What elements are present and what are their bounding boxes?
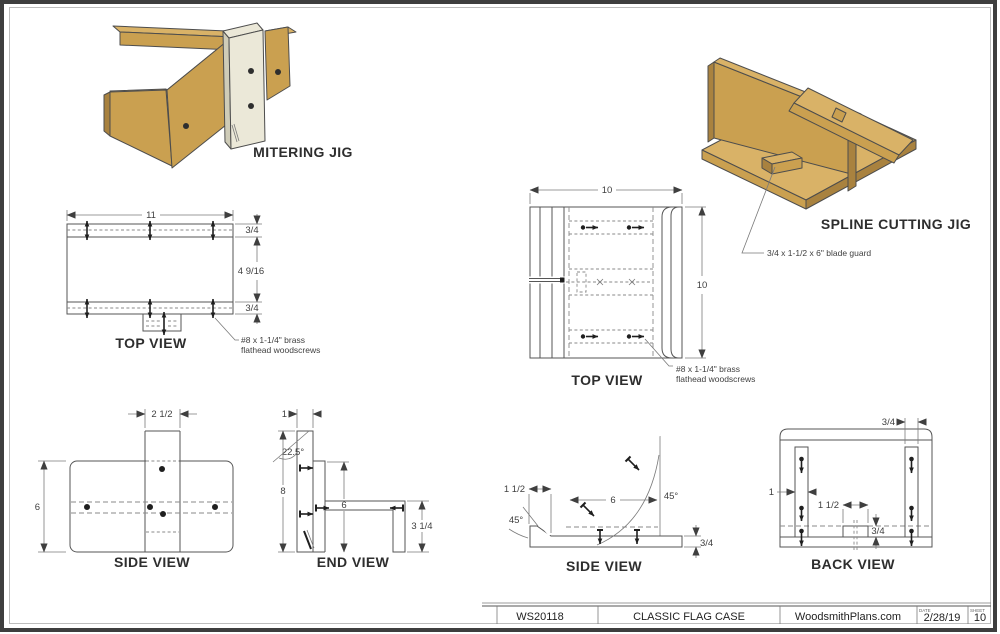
dim-end-height: 8: [280, 486, 285, 497]
top-view-right-label: TOP VIEW: [571, 372, 643, 388]
title-block-sheet-label: SHEET: [970, 608, 985, 613]
dim-top-left-top: 3/4: [245, 225, 258, 236]
dim-back-cleat-thickness: 3/4: [882, 417, 895, 428]
dim-end-mid: 6: [341, 500, 346, 511]
dim-end-thickness: 1: [282, 409, 287, 420]
dim-back-cleat-width: 1: [769, 487, 774, 498]
dim-side-left-height: 6: [35, 502, 40, 513]
dim-spline-length: 6: [610, 495, 615, 506]
side-view-left-label: SIDE VIEW: [114, 554, 190, 570]
dim-top-left-bottom: 3/4: [245, 303, 258, 314]
dim-end-leg: 3 1/4: [411, 521, 432, 532]
dim-top-right-height: 10: [697, 280, 708, 291]
screw-note-right-line2: flathead woodscrews: [676, 374, 755, 384]
spline-jig-label: SPLINE CUTTING JIG: [821, 216, 971, 232]
dim-top-left-mid: 4 9/16: [238, 266, 264, 277]
dim-spline-stub: 1 1/2: [504, 484, 525, 495]
dim-top-left-width: 11: [146, 210, 156, 221]
title-block: WS20118 CLASSIC FLAG CASE WoodsmithPlans…: [482, 602, 991, 624]
title-block-title: CLASSIC FLAG CASE: [633, 611, 745, 623]
title-block-sheet-number: 10: [974, 612, 986, 624]
top-view-mitering: 11 3/4 4 9/16 3/4 #8 x 1-1/4" brass flat…: [66, 210, 320, 355]
dim-spline-angle-left: 45°: [509, 515, 524, 526]
mitering-jig-isometric: MITERING JIG: [103, 22, 353, 169]
blade-guard-note: 3/4 x 1-1/2 x 6" blade guard: [767, 248, 871, 258]
end-view-mitering: 22.5° 1 8 6 3 1/4 END VIEW: [272, 409, 433, 570]
side-view-mitering: 2 1/2 6 SIDE VIEW: [35, 409, 234, 570]
side-view-spline: 45° 45° 1 1/2 6 3/4 SIDE VIEW: [504, 428, 713, 574]
end-view-label: END VIEW: [317, 554, 390, 570]
dim-back-guard-width: 1 1/2: [818, 500, 839, 511]
dim-top-right-width: 10: [602, 185, 613, 196]
dim-back-guard-height: 3/4: [871, 526, 884, 537]
title-block-code: WS20118: [516, 611, 564, 623]
dim-side-left-cleat: 2 1/2: [151, 409, 172, 420]
top-view-spline: 10 10 #8 x 1-1/4" brass flathead woodscr…: [528, 185, 755, 388]
title-block-date: 2/28/19: [924, 612, 961, 624]
top-view-left-label: TOP VIEW: [115, 335, 187, 351]
sheet-inner-border: [9, 7, 991, 624]
screw-note-left-line1: #8 x 1-1/4" brass: [241, 335, 305, 345]
mitering-jig-label: MITERING JIG: [253, 144, 353, 160]
dim-spline-base: 3/4: [700, 538, 713, 549]
dim-end-angle: 22.5°: [282, 447, 304, 458]
spline-cutting-jig-isometric: 3/4 x 1-1/2 x 6" blade guard SPLINE CUTT…: [701, 57, 971, 258]
screw-note-right-line1: #8 x 1-1/4" brass: [676, 364, 740, 374]
back-view-spline: 3/4 1 1 1/2 3/4 BACK VIEW: [769, 417, 933, 572]
dim-spline-angle-right: 45°: [664, 491, 679, 502]
screw-note-left-line2: flathead woodscrews: [241, 345, 320, 355]
title-block-date-label: DATE: [919, 608, 931, 613]
title-block-site: WoodsmithPlans.com: [795, 611, 901, 623]
side-view-right-label: SIDE VIEW: [566, 558, 642, 574]
back-view-label: BACK VIEW: [811, 556, 895, 572]
